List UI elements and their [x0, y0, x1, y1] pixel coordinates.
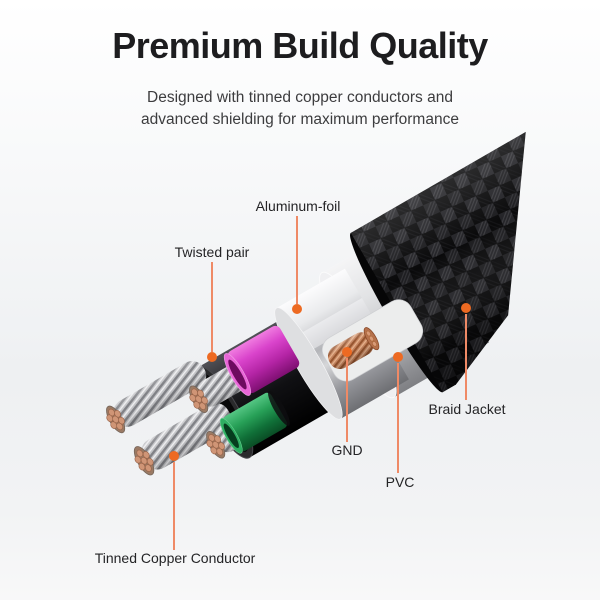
green-insulation — [219, 390, 290, 454]
copper-strand — [145, 464, 152, 472]
copper-strand — [210, 446, 218, 455]
callout-gnd-line — [346, 358, 348, 442]
callout-gnd-label: GND — [331, 442, 363, 458]
callout-braid-jacket-label: Braid Jacket — [428, 401, 506, 417]
callout-pvc-label: PVC — [385, 474, 415, 490]
callout-aluminum-foil-line — [296, 216, 298, 304]
gnd-strand — [369, 335, 374, 342]
green-entry-shadow — [268, 390, 290, 426]
copper-strand — [140, 457, 148, 465]
copper-strand — [146, 458, 154, 466]
foil-cut-face — [274, 307, 343, 420]
subtitle-line-1: Designed with tinned copper conductors a… — [147, 89, 453, 106]
copper-strand — [138, 462, 146, 471]
copper-strand — [214, 435, 221, 443]
callout-gnd-dot — [342, 347, 352, 357]
copper-strand — [193, 401, 201, 409]
copper-strand — [201, 396, 208, 405]
callout-pvc-line — [397, 363, 399, 473]
wire-bundle-c — [133, 403, 232, 476]
callout-twisted-pair-line — [211, 262, 213, 352]
green-body — [223, 392, 288, 452]
magenta-insulation — [223, 325, 300, 396]
callout-twisted-pair-label: Twisted pair — [174, 244, 250, 260]
magenta-hollow — [228, 359, 247, 390]
gnd-strand — [366, 330, 371, 337]
bundle-c-shade — [141, 403, 232, 470]
copper-strand — [106, 414, 114, 422]
copper-strand — [206, 439, 214, 448]
callout-tinned-copper-dot — [169, 451, 179, 461]
callout-aluminum-foil-dot — [292, 304, 302, 314]
foil-highlight — [293, 298, 372, 355]
copper-strand — [218, 442, 225, 450]
copper-strand — [212, 441, 220, 449]
callout-tinned-copper-line — [173, 462, 175, 550]
copper-strand — [142, 451, 150, 459]
copper-strand — [199, 402, 206, 410]
copper-strand — [108, 408, 115, 417]
header: Premium Build Quality Designed with tinn… — [0, 0, 600, 131]
gnd-strand — [372, 341, 377, 347]
braid-sheen — [350, 131, 526, 393]
page-subtitle: Designed with tinned copper conductors a… — [0, 87, 600, 131]
copper-strand — [136, 449, 144, 458]
callout-braid-jacket-line — [465, 314, 467, 400]
copper-strand — [191, 388, 198, 397]
callout-aluminum-foil-label: Aluminum-foil — [255, 198, 341, 214]
copper-strand — [118, 416, 125, 425]
callout-braid-jacket-dot — [461, 303, 471, 313]
copper-strand — [110, 421, 118, 429]
copper-strand — [208, 434, 216, 442]
subtitle-line-2: advanced shielding for maximum performan… — [141, 111, 459, 128]
copper-strand — [189, 394, 197, 402]
page-title: Premium Build Quality — [112, 25, 488, 66]
copper-strand — [114, 409, 121, 418]
copper-strand — [197, 389, 204, 398]
copper-strand — [216, 447, 224, 456]
wire-bundle-a — [106, 361, 207, 434]
bundle-a-shade — [113, 361, 207, 427]
callout-twisted-pair-dot — [207, 352, 217, 362]
callout-tinned-copper-label: Tinned Copper Conductor — [94, 550, 256, 566]
copper-strand — [116, 422, 123, 431]
copper-strand — [112, 415, 119, 424]
cable-group — [106, 131, 526, 476]
callout-pvc-dot — [393, 352, 403, 362]
green-hollow — [223, 423, 239, 449]
copper-strand — [195, 395, 202, 403]
copper-strand — [134, 455, 142, 464]
